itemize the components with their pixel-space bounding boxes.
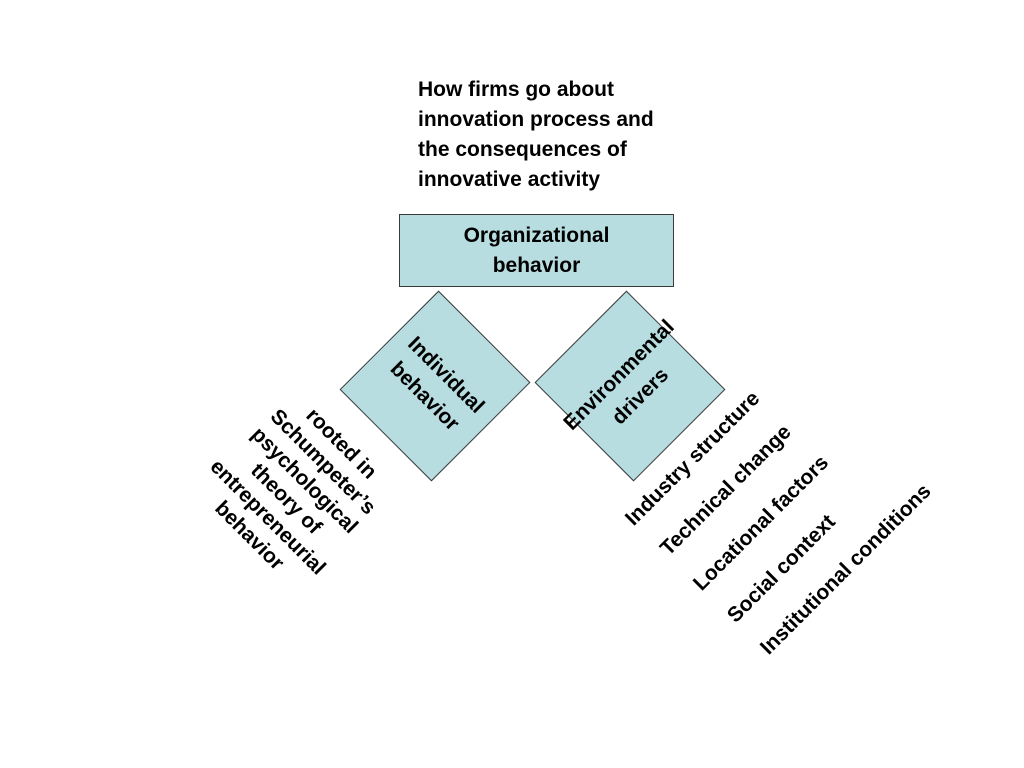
environmental-drivers-label: Environmental drivers	[559, 315, 679, 435]
organizational-behavior-label: Organizational behavior	[463, 223, 610, 277]
innovation-process-description: How firms go about innovation process an…	[418, 78, 654, 191]
individual-behavior-label: Individual behavior	[385, 332, 489, 436]
organizational-behavior-box: Organizational behavior	[399, 214, 674, 287]
